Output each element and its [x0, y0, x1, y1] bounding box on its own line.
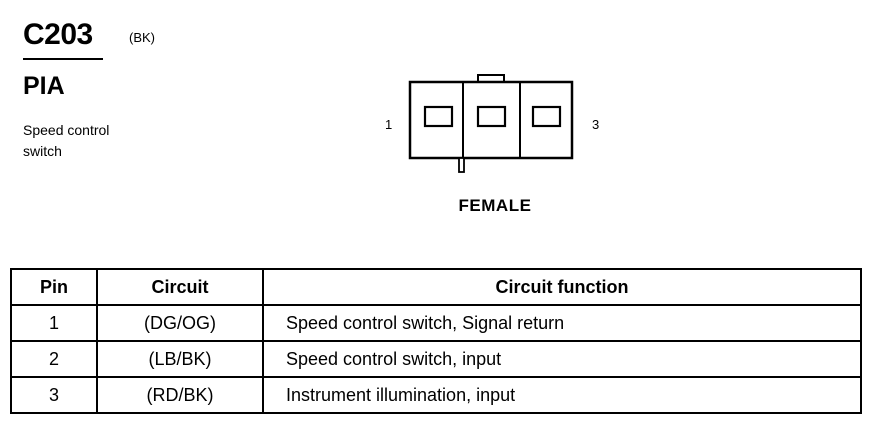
connector-face-diagram: 1 3: [385, 74, 599, 173]
connector-location: PIA: [23, 72, 65, 100]
description-line-1: Speed control: [23, 122, 110, 138]
color-code: (BK): [129, 30, 155, 45]
table-row: 1 (DG/OG) Speed control switch, Signal r…: [10, 304, 862, 342]
pin-label-right: 3: [592, 117, 599, 132]
circuit-code: (RD/BK): [96, 376, 264, 414]
circuit-code: (LB/BK): [96, 340, 264, 378]
connector-gender: FEMALE: [458, 196, 532, 215]
description-line-2: switch: [23, 143, 62, 159]
header-circuit: Circuit: [96, 268, 264, 306]
terminal-cavity-3: [531, 105, 562, 128]
pin-label-left: 1: [385, 117, 392, 132]
terminal-cavity-2: [476, 105, 507, 128]
pin-number: 1: [10, 304, 98, 342]
connector-description: Speed control switch: [23, 120, 173, 162]
header-function: Circuit function: [262, 268, 862, 306]
polarizing-key: [458, 157, 465, 173]
terminal-cavity-1: [423, 105, 454, 128]
title-underline: [23, 58, 103, 60]
pin-table: Pin Circuit Circuit function 1 (DG/OG) S…: [10, 268, 862, 414]
circuit-code: (DG/OG): [96, 304, 264, 342]
connector-id: C203: [23, 18, 93, 51]
table-row: 3 (RD/BK) Instrument illumination, input: [10, 376, 862, 414]
table-row: 2 (LB/BK) Speed control switch, input: [10, 340, 862, 378]
header-pin: Pin: [10, 268, 98, 306]
circuit-function: Speed control switch, input: [262, 340, 862, 378]
pin-number: 3: [10, 376, 98, 414]
pin-number: 2: [10, 340, 98, 378]
circuit-function: Speed control switch, Signal return: [262, 304, 862, 342]
circuit-function: Instrument illumination, input: [262, 376, 862, 414]
table-header-row: Pin Circuit Circuit function: [10, 268, 862, 306]
